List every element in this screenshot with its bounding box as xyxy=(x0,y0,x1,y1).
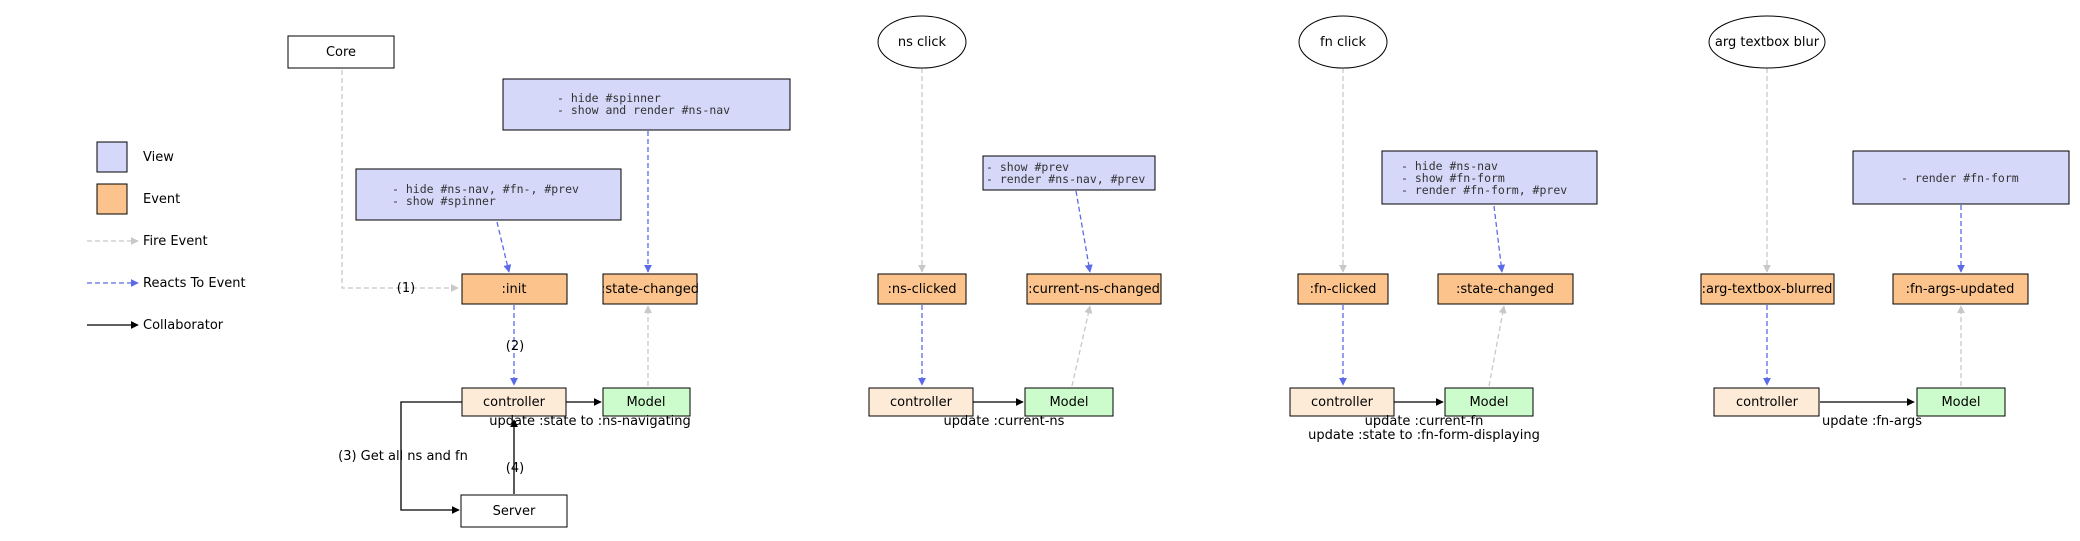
step-3-label: (3) Get all ns and fn xyxy=(338,449,468,464)
edge-core-to-init xyxy=(341,70,459,292)
fn-model-box xyxy=(1444,387,1534,417)
edge-view-to-current-ns xyxy=(1075,190,1093,273)
view-ns-line-1: - show #prev xyxy=(986,160,1069,174)
legend-event-label: Event xyxy=(143,192,180,207)
event-fn-state-changed-box xyxy=(1437,273,1574,305)
edge-fn-model-to-changed xyxy=(1488,305,1507,387)
step-1-label: (1) xyxy=(397,281,415,296)
server-box xyxy=(460,494,568,528)
legend: View Event Fire Event Reacts To Event Co… xyxy=(87,141,246,333)
arg-controller-box xyxy=(1713,387,1820,417)
view-fn-line-2: - show #fn-form xyxy=(1401,171,1505,185)
step-2-label: (2) xyxy=(506,339,524,354)
view-ns-line-2: - render #ns-nav, #prev xyxy=(986,172,1145,186)
arg-controller-label: controller xyxy=(1736,395,1799,410)
arg-model-note: update :fn-args xyxy=(1822,414,1922,429)
trigger-core-box xyxy=(287,35,395,69)
event-ns-clicked-box xyxy=(877,273,967,305)
model-label: Model xyxy=(626,395,665,410)
panel-fn-click: fn click - hide #ns-nav - show #fn-form … xyxy=(1289,15,1598,443)
event-current-ns-changed-box xyxy=(1026,273,1162,305)
event-fn-args-updated-label: :fn-args-updated xyxy=(1906,282,2015,297)
fn-controller-label: controller xyxy=(1311,395,1374,410)
view-arg-line-1: - render #fn-form xyxy=(1901,171,2019,185)
view-init-box xyxy=(355,168,622,221)
view-top-line-2: - show and render #ns-nav xyxy=(557,103,730,117)
edge-fn-view-to-changed xyxy=(1493,205,1506,273)
ns-model-note: update :current-ns xyxy=(944,414,1065,429)
event-fn-clicked-label: :fn-clicked xyxy=(1310,282,1377,297)
trigger-ns-click-ellipse xyxy=(877,15,967,69)
trigger-fn-click-ellipse xyxy=(1298,15,1388,69)
trigger-core-label: Core xyxy=(326,45,356,60)
fn-model-note-2: update :state to :fn-form-displaying xyxy=(1308,428,1540,443)
fn-model-note-1: update :current-fn xyxy=(1365,414,1484,429)
trigger-arg-blur-ellipse xyxy=(1708,15,1826,69)
panel-ns-click: ns click - show #prev - render #ns-nav, … xyxy=(868,15,1162,429)
legend-view-swatch xyxy=(96,141,128,173)
arg-model-label: Model xyxy=(1941,395,1980,410)
view-fn-line-3: - render #fn-form, #prev xyxy=(1401,183,1567,197)
view-top-box xyxy=(502,78,791,131)
view-init-line-2: - show #spinner xyxy=(392,194,496,208)
view-fn-line-1: - hide #ns-nav xyxy=(1401,159,1498,173)
ns-controller-label: controller xyxy=(890,395,953,410)
view-ns-box xyxy=(982,155,1156,191)
server-label: Server xyxy=(493,504,536,519)
fn-model-label: Model xyxy=(1469,395,1508,410)
panel-init: Core - hide #spinner - show and render #… xyxy=(287,35,791,528)
event-init-box xyxy=(461,273,568,305)
legend-collaborator-label: Collaborator xyxy=(143,318,224,333)
edge-view-init-to-init xyxy=(496,221,512,273)
model-box xyxy=(602,387,691,417)
panel-arg-blur: arg textbox blur - render #fn-form :arg-… xyxy=(1700,15,2070,429)
edge-ns-model-to-event xyxy=(1071,305,1093,387)
edge-controller-to-server xyxy=(400,401,462,514)
event-init-label: :init xyxy=(502,282,527,297)
controller-label: controller xyxy=(483,395,546,410)
event-arg-blurred-label: :arg-textbox-blurred xyxy=(1702,282,1833,297)
event-fn-args-updated-box xyxy=(1892,273,2029,305)
trigger-fn-click-label: fn click xyxy=(1320,35,1366,50)
legend-fire-label: Fire Event xyxy=(143,234,208,249)
event-state-changed-label: :state-changed xyxy=(601,282,699,297)
event-arg-blurred-box xyxy=(1700,273,1835,305)
ns-model-label: Model xyxy=(1049,395,1088,410)
trigger-ns-click-label: ns click xyxy=(898,35,947,50)
view-top-line-1: - hide #spinner xyxy=(557,91,661,105)
step-4-label: (4) xyxy=(506,461,524,476)
trigger-arg-blur-label: arg textbox blur xyxy=(1715,35,1820,50)
event-fn-state-changed-label: :state-changed xyxy=(1456,282,1554,297)
view-arg-box xyxy=(1852,150,2070,205)
event-state-changed-box xyxy=(602,273,698,305)
event-fn-clicked-box xyxy=(1297,273,1389,305)
legend-view-label: View xyxy=(143,150,174,165)
controller-box xyxy=(461,387,567,417)
ns-controller-box xyxy=(868,387,974,417)
fn-controller-box xyxy=(1289,387,1395,417)
view-fn-box xyxy=(1381,150,1598,205)
view-init-line-1: - hide #ns-nav, #fn-, #prev xyxy=(392,182,579,196)
legend-reacts-label: Reacts To Event xyxy=(143,276,246,291)
arg-model-box xyxy=(1916,387,2006,417)
event-current-ns-changed-label: :current-ns-changed xyxy=(1028,282,1160,297)
legend-event-swatch xyxy=(96,183,128,215)
model-note-label: update :state to :ns-navigating xyxy=(489,414,691,429)
ns-model-box xyxy=(1024,387,1114,417)
event-ns-clicked-label: :ns-clicked xyxy=(888,282,957,297)
